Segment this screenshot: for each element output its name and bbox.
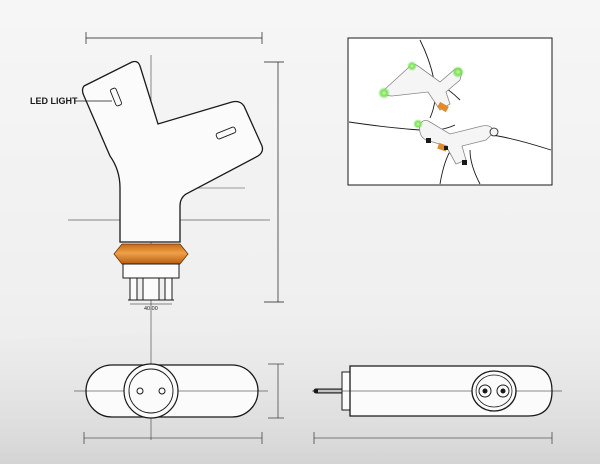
collar [122, 263, 180, 279]
inset-frame [347, 37, 553, 186]
socket-face [123, 363, 179, 419]
y-body-outline [81, 60, 264, 243]
front-view [68, 32, 284, 440]
render-inset [347, 37, 553, 186]
background-shadow [0, 315, 600, 464]
led-light-label: LED LIGHT [30, 96, 78, 106]
led-slot-right [215, 126, 237, 140]
socket-hole-left [136, 387, 144, 395]
orange-ring [113, 243, 189, 265]
plug-pin-center [142, 277, 160, 301]
socket-hole-right [158, 387, 166, 395]
side-view [312, 365, 562, 444]
bottom-view [74, 363, 284, 444]
plug-pin-right [164, 277, 173, 301]
pin-dimension-label: 40.00 [144, 306, 158, 312]
led-slot-left [110, 87, 122, 107]
plug-pin-left [129, 277, 138, 301]
device-render-2 [413, 119, 499, 165]
side-socket [471, 370, 517, 412]
device-render-1 [378, 61, 464, 113]
